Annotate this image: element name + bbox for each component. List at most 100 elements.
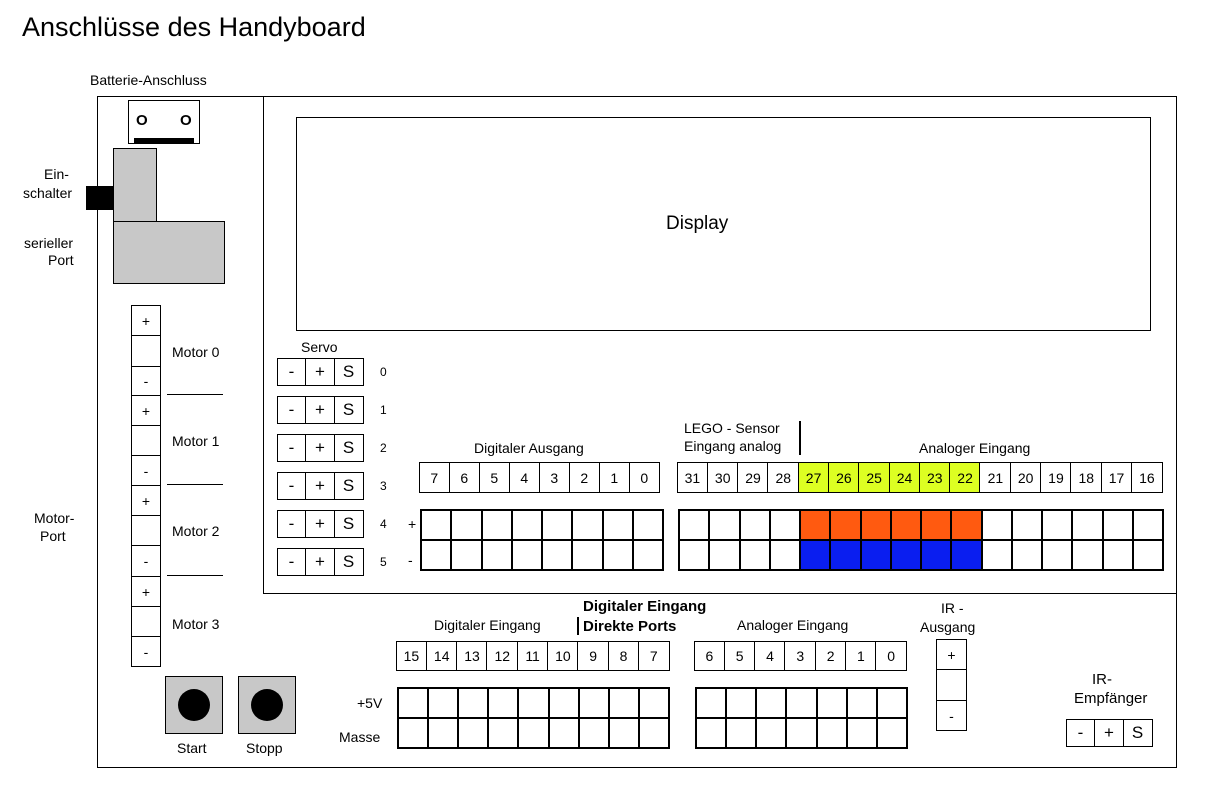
digital-in-port-13: 13 (456, 641, 488, 671)
analog-in-pin (679, 510, 710, 540)
analog-in-pin (679, 540, 710, 570)
start-button[interactable] (165, 676, 223, 734)
digital-out-pin (572, 510, 603, 540)
digital-in-pin (578, 688, 609, 718)
analog-in-top-title: Analoger Eingang (919, 440, 1031, 456)
lego-sensor-label: LEGO - Sensor (684, 420, 780, 436)
digital-in-pin (608, 688, 639, 718)
digital-out-port-7: 7 (418, 462, 450, 493)
analog-in-port-30: 30 (706, 462, 739, 493)
servo-2-pin: + (305, 434, 335, 462)
digital-in-port-10: 10 (546, 641, 579, 671)
digital-in-port-14: 14 (425, 641, 458, 671)
analog-in-pin (1072, 540, 1103, 570)
page-title: Anschlüsse des Handyboard (22, 12, 366, 42)
motor-2-minus: - (131, 545, 161, 577)
analog-in-bottom-pin-grid (695, 687, 908, 749)
analog-in-port-23: 23 (918, 462, 951, 493)
analog-in-pin (1132, 510, 1163, 540)
stop-label: Stopp (246, 740, 283, 756)
analog-in-pin (830, 540, 861, 570)
digital-in-port-11: 11 (516, 641, 549, 671)
battery-label: Batterie-Anschluss (90, 72, 207, 88)
servo-5-pin: - (276, 548, 307, 576)
analog-in-bottom-pin (726, 688, 757, 718)
digital-out-pin (602, 540, 633, 570)
analog-in-pin (981, 510, 1012, 540)
servo-1-pin: - (276, 396, 307, 424)
digital-in-port-7: 7 (637, 641, 670, 671)
serial-port[interactable] (113, 221, 225, 284)
analog-in-pin (769, 510, 800, 540)
analog-in-bottom-port-0: 0 (875, 641, 908, 671)
analog-in-pin (1042, 540, 1073, 570)
motor-0-plus: + (131, 305, 161, 336)
servo-connector-5: -+S (276, 548, 364, 576)
digital-in-pin (518, 718, 549, 748)
switch-lever[interactable] (86, 186, 114, 210)
ir-in-connector: - + S (1065, 719, 1153, 747)
analog-in-pin (1042, 510, 1073, 540)
digital-in-port-8: 8 (607, 641, 640, 671)
motor-1-plus: + (131, 395, 161, 426)
stop-button-knob[interactable] (251, 689, 283, 721)
ir-in-signal: S (1122, 719, 1153, 747)
digital-out-title: Digitaler Ausgang (474, 440, 584, 456)
ir-in-plus: + (1094, 719, 1124, 747)
analog-in-bottom-port-6: 6 (693, 641, 726, 671)
analog-in-port-24: 24 (888, 462, 921, 493)
plus-marker: + (408, 516, 417, 532)
ir-out-mid (936, 669, 967, 701)
servo-3-pin: + (305, 472, 335, 500)
analog-in-bottom-pin (876, 718, 907, 748)
digital-out-pin-grid (420, 509, 664, 571)
digital-in-pin (548, 688, 579, 718)
servo-connector-3: -+S (276, 472, 364, 500)
analog-in-bottom-pin (786, 688, 817, 718)
digital-out-pin (451, 540, 482, 570)
motor-0-minus: - (131, 366, 161, 396)
servo-connector-2: -+S (276, 434, 364, 462)
motor-1-mid (131, 425, 161, 456)
ground-label: Masse (339, 729, 381, 745)
analog-in-pin (739, 540, 770, 570)
motor-1-label: Motor 1 (172, 433, 220, 449)
analog-in-bottom-pin (696, 688, 727, 718)
motor-divider (167, 575, 223, 576)
analog-in-port-29: 29 (737, 462, 769, 493)
digital-in-port-12: 12 (486, 641, 519, 671)
motor-3-minus: - (131, 636, 161, 667)
analog-in-pin (921, 510, 952, 540)
motor-3-mid (131, 606, 161, 637)
switch-label: schalter (23, 185, 73, 201)
serial-label: serieller (24, 235, 74, 251)
stop-button[interactable] (238, 676, 296, 734)
ir-in-minus: - (1065, 719, 1096, 747)
motor-0-label: Motor 0 (172, 344, 220, 360)
analog-in-bottom-port-4: 4 (754, 641, 786, 671)
digital-in-pin (458, 718, 489, 748)
digital-out-port-5: 5 (478, 462, 510, 493)
servo-number: 4 (380, 517, 387, 531)
battery-pin: O (180, 112, 192, 129)
motor-2-label: Motor 2 (172, 523, 220, 539)
ir-in-title: IR- (1092, 671, 1112, 688)
analog-in-port-22: 22 (949, 462, 981, 493)
power-switch[interactable] (113, 148, 157, 222)
analog-in-pin (1011, 510, 1042, 540)
motor-divider (167, 394, 223, 395)
digital-in-pin (608, 718, 639, 748)
start-button-knob[interactable] (178, 689, 210, 721)
ir-out-minus: - (936, 700, 967, 731)
battery-connector-base (134, 138, 194, 143)
servo-connector-4: -+S (276, 510, 364, 538)
analog-in-port-28: 28 (767, 462, 800, 493)
servo-4-pin: - (276, 510, 307, 538)
direct-ports-divider (577, 617, 579, 635)
digital-in-port-9: 9 (577, 641, 610, 671)
digital-in-pin (578, 718, 609, 748)
digital-out-pin (511, 510, 542, 540)
